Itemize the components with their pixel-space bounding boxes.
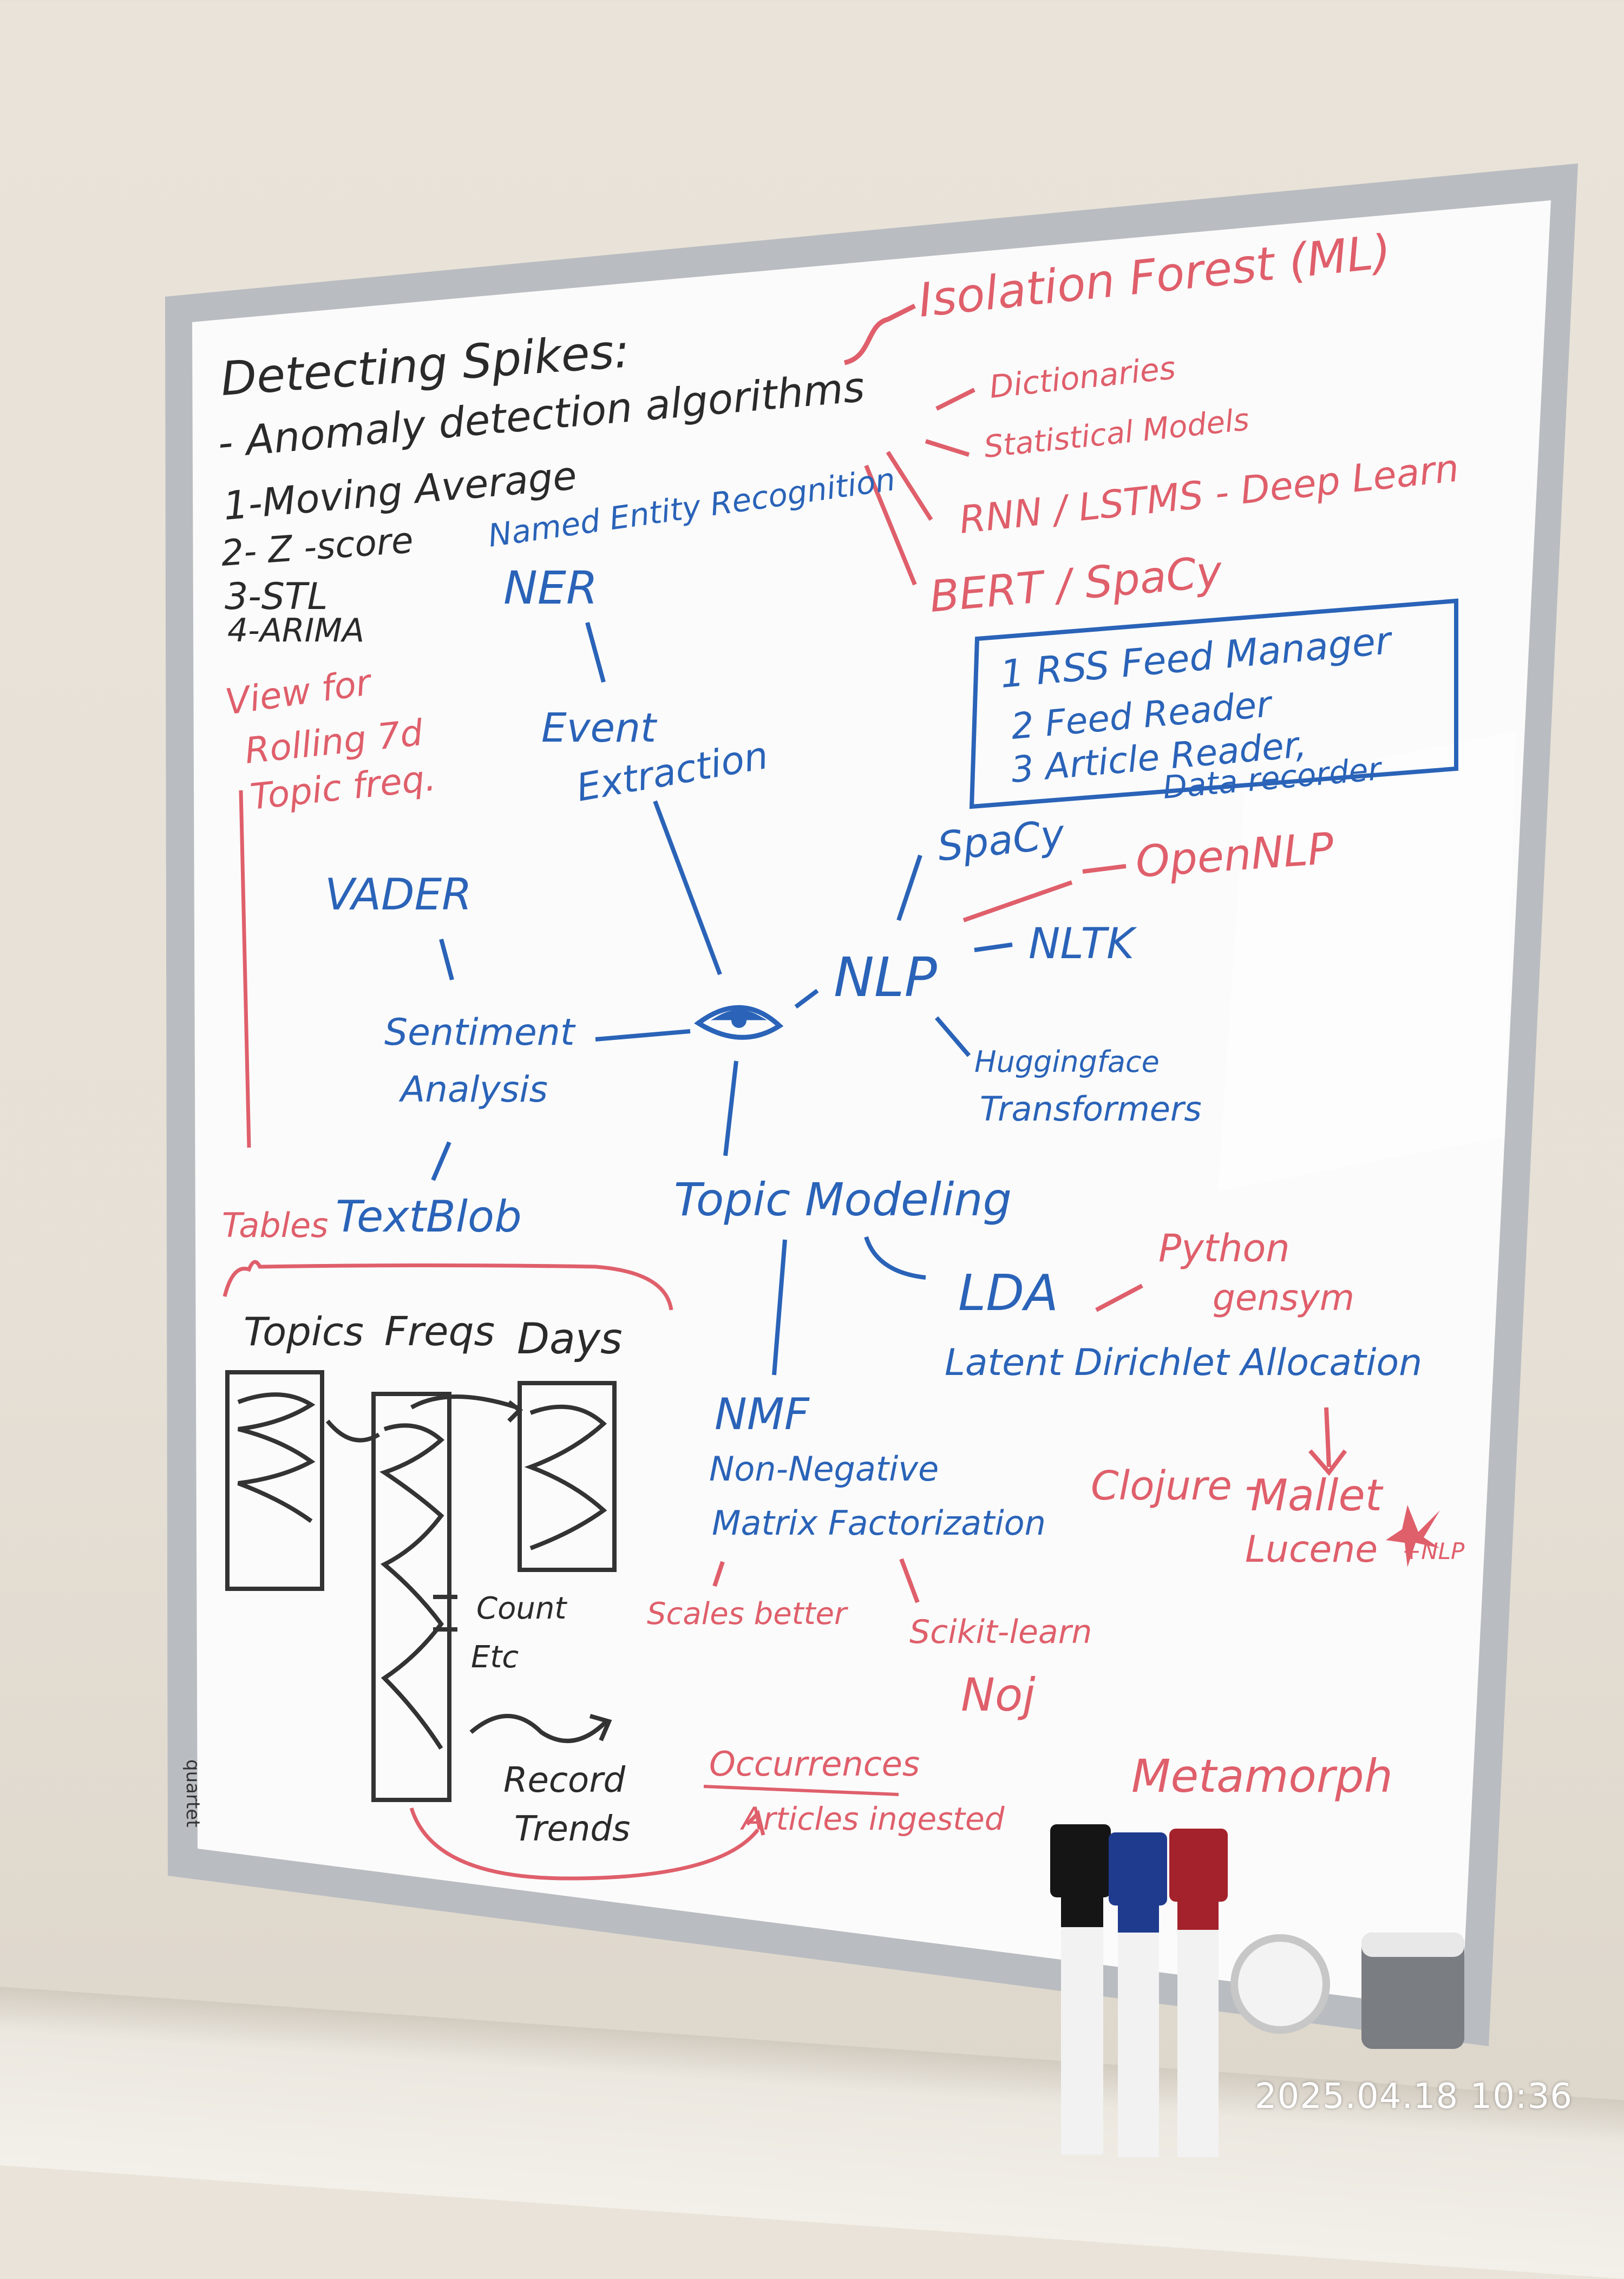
nmf-noj: Noj xyxy=(961,1668,1036,1721)
occurrences-label: Occurrences xyxy=(709,1744,920,1784)
anomaly-item: 3-STL xyxy=(225,575,328,618)
topic-links xyxy=(772,1236,926,1376)
nlp-lib-nltk: NLTK xyxy=(1029,920,1137,968)
board-glare xyxy=(1218,731,1516,1191)
sentiment-vader: VADER xyxy=(325,869,472,920)
lda-down-arrow xyxy=(1308,1407,1347,1476)
lda-clojure: Clojure - xyxy=(1091,1463,1259,1509)
lda-python: Python xyxy=(1158,1226,1290,1271)
nmf-scales: Scales better xyxy=(647,1596,848,1632)
lda-gensym: gensym xyxy=(1213,1277,1354,1319)
eye-icon xyxy=(694,1005,784,1040)
table-header: Topics xyxy=(244,1309,364,1354)
sentiment-label: Analysis xyxy=(398,1069,548,1110)
tables-label-group: Tables xyxy=(222,1206,673,1311)
nlp-lib-hf: Huggingface xyxy=(974,1045,1160,1079)
nmf-red-links xyxy=(712,1558,920,1603)
trend-label: Record xyxy=(503,1760,626,1800)
opennlp-link xyxy=(962,864,1127,922)
tables-brace xyxy=(222,1260,673,1311)
topic-section: Topic Modeling LDA Latent Dirichlet Allo… xyxy=(674,1173,1422,1543)
topics-column xyxy=(225,1370,324,1591)
ner-link xyxy=(585,621,606,683)
anomaly-item: 4-ARIMA xyxy=(227,612,364,650)
ner-branch-lines xyxy=(864,388,975,586)
lda-nlp-note: +NLP xyxy=(1402,1538,1465,1564)
eraser xyxy=(1361,1933,1464,2049)
arrow-to-isolation xyxy=(843,303,916,365)
occurrences-curve xyxy=(409,1807,765,1881)
column-scribbles xyxy=(237,1392,607,1750)
trend-label: Trends xyxy=(514,1809,630,1849)
blue-marker xyxy=(1109,1832,1167,2157)
topic-nmf-full: Matrix Factorization xyxy=(712,1503,1046,1543)
topic-lda: LDA xyxy=(958,1264,1058,1322)
magnet-ring xyxy=(1230,1934,1330,2034)
sentiment-section: VADER Sentiment Analysis TextBlob xyxy=(325,869,576,1242)
count-ticks xyxy=(433,1595,457,1632)
lda-python-link xyxy=(1095,1283,1143,1312)
lda-lucene: Lucene xyxy=(1245,1528,1378,1571)
freq-etc-label: Etc xyxy=(471,1640,519,1675)
sentiment-label: Sentiment xyxy=(384,1011,576,1054)
trend-arrow xyxy=(469,1714,612,1743)
nlp-section: NLP SpaCy NLTK Huggingface Transformers xyxy=(834,811,1202,1129)
occurrences-underline xyxy=(703,1785,899,1796)
event-link xyxy=(653,800,722,975)
table-header: Days xyxy=(517,1315,623,1364)
photo-timestamp: 2025.04.18 10:36 xyxy=(1254,2077,1573,2117)
topic-title: Topic Modeling xyxy=(674,1173,1012,1226)
topic-metamorph: Metamorph xyxy=(1131,1750,1393,1803)
ingested-label: Articles ingested xyxy=(739,1800,1005,1837)
tables-label: Tables xyxy=(222,1206,328,1245)
table-link-arrows xyxy=(325,1394,523,1443)
sentiment-textblob: TextBlob xyxy=(336,1191,522,1242)
brand-logo: quartet xyxy=(182,1759,204,1828)
event-label: Event xyxy=(541,705,658,751)
topic-red-notes: Python gensym Clojure - Mallet Lucene +N… xyxy=(647,1226,1465,1803)
topic-nmf-full: Non-Negative xyxy=(709,1449,939,1489)
nlp-links xyxy=(896,854,1013,1057)
days-column xyxy=(518,1381,617,1572)
hub-links xyxy=(595,988,819,1156)
lda-mallet: Mallet xyxy=(1250,1470,1384,1521)
red-marker xyxy=(1169,1829,1228,2157)
eye-pupil-icon xyxy=(731,1013,746,1028)
occurrences-note: Occurrences Articles ingested xyxy=(409,1744,1005,1881)
star-icon xyxy=(1386,1505,1440,1567)
nlp-center: NLP xyxy=(834,946,938,1009)
tables-sketch: Topics Freqs Days Count Etc Record Trend… xyxy=(225,1308,630,1849)
center-hub xyxy=(595,988,819,1156)
rolling-bracket xyxy=(239,790,251,1148)
sentiment-links xyxy=(431,938,454,1181)
rss-box-border xyxy=(969,598,1458,809)
table-header: Freqs xyxy=(384,1308,495,1355)
black-marker xyxy=(1050,1824,1111,2154)
freq-count-label: Count xyxy=(476,1591,567,1626)
whiteboard-surface xyxy=(192,200,1551,2011)
nlp-lib-hf: Transformers xyxy=(980,1089,1202,1129)
topic-lda-full: Latent Dirichlet Allocation xyxy=(945,1341,1422,1384)
whiteboard-scene: quartet Detecting Spikes: - Anomaly dete… xyxy=(165,163,1578,2157)
nmf-sklearn: Scikit-learn xyxy=(909,1613,1092,1651)
marker-tray xyxy=(1050,1824,1464,2157)
ner-abbr: NER xyxy=(503,561,598,614)
topic-nmf: NMF xyxy=(715,1389,810,1439)
